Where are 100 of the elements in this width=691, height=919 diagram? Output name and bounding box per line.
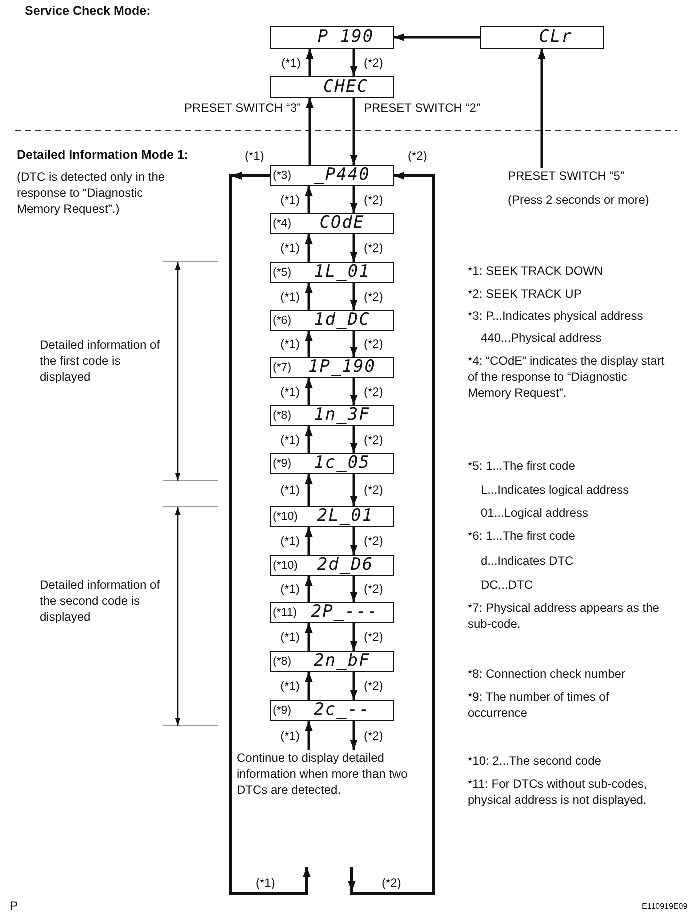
edge-label: (*2)	[364, 290, 384, 304]
edge-label: (*1)	[280, 384, 300, 398]
down-arrow	[350, 672, 358, 700]
note-text: (Press 2 seconds or more)	[508, 192, 650, 208]
edge-label: (*2)	[364, 728, 384, 742]
footnote-text: *11: For DTCs without sub-codes, physical address is not displayed.	[468, 776, 648, 808]
edge-label: (*2)	[364, 582, 384, 596]
edge-label: (*1)	[280, 630, 300, 644]
edge-label: (*2)	[408, 149, 428, 163]
display-readout: P 190	[318, 28, 374, 47]
up-arrow	[305, 186, 313, 213]
footnote-marker: (*8)	[272, 408, 292, 422]
edge-label: (*1)	[282, 56, 301, 70]
footnote-text: *5: 1...The first code	[468, 458, 576, 474]
display-box	[270, 506, 394, 527]
footnote-text: *1: SEEK TRACK DOWN	[468, 263, 604, 279]
display-readout: CLr	[539, 28, 573, 47]
display-readout: 1n_3F	[314, 406, 370, 425]
edge-label: (*1)	[280, 241, 300, 255]
up-arrow	[305, 378, 313, 405]
display-readout: 1P_190	[308, 358, 376, 377]
up-arrow	[305, 527, 313, 555]
edge-label: (*1)	[280, 582, 300, 596]
footnote-text: *9: The number of times of occurrence	[468, 689, 610, 721]
footnote-marker: (*4)	[272, 216, 292, 230]
footnote-marker: (*11)	[272, 606, 298, 620]
up-arrow	[305, 576, 313, 602]
edge-label: (*2)	[364, 483, 384, 497]
edge-label: (*1)	[280, 290, 300, 304]
up-arrow	[305, 283, 313, 310]
footnote-text: *6: 1...The first code	[468, 528, 576, 544]
switch-label: PRESET SWITCH “5”	[508, 168, 624, 184]
footnote-text: 440...Physical address	[481, 330, 602, 346]
display-box	[270, 26, 394, 49]
edge-label: (*1)	[280, 679, 300, 693]
footnote-marker: (*9)	[272, 704, 292, 718]
footnote-marker: (*5)	[272, 266, 292, 280]
display-box	[270, 453, 394, 474]
display-box	[270, 700, 394, 721]
edge-label: (*2)	[364, 384, 384, 398]
up-arrow	[305, 426, 313, 453]
footnote-text: DC...DTC	[481, 577, 533, 593]
up-arrow	[306, 49, 314, 76]
display-box	[270, 165, 394, 186]
display-box	[270, 310, 394, 331]
footnote-text: *8: Connection check number	[468, 666, 626, 682]
display-box	[270, 262, 394, 283]
down-arrow	[350, 234, 358, 262]
down-arrow	[350, 331, 358, 357]
edge-label: (*1)	[245, 149, 264, 163]
edge-label: (*2)	[364, 679, 384, 693]
up-arrow	[305, 474, 313, 506]
down-arrow	[350, 721, 358, 750]
up-arrow	[538, 49, 546, 168]
display-readout: 1L_01	[314, 263, 370, 282]
footnote-marker: (*9)	[272, 456, 292, 470]
edge-label: (*2)	[364, 56, 384, 70]
display-readout: 2P_---	[311, 603, 379, 622]
arrow-label: (*1)	[256, 875, 276, 891]
page-marker: P	[10, 898, 18, 914]
down-arrow	[350, 527, 358, 555]
footnote-text: *3: P...Indicates physical address	[468, 308, 644, 324]
footnote-marker: (*7)	[272, 360, 292, 374]
footnote-marker: (*3)	[272, 168, 292, 182]
display-readout: _P440	[314, 166, 370, 185]
display-readout: 1d_DC	[314, 311, 370, 330]
section-heading: Detailed Information Mode 1:	[17, 148, 189, 164]
display-box	[270, 357, 394, 378]
footnote-text: *2: SEEK TRACK UP	[468, 286, 582, 302]
edge-label: (*1)	[280, 534, 300, 548]
display-readout: 2L_01	[317, 507, 374, 526]
range-caption: Detailed information of the second code is displayed	[40, 577, 162, 625]
down-arrow	[350, 283, 358, 310]
up-arrow	[306, 98, 314, 165]
figure-code: E110919E09	[642, 901, 688, 912]
edge-label: (*1)	[280, 728, 300, 742]
edge-label: PRESET SWITCH “3”	[184, 101, 301, 115]
edge-label: (*2)	[364, 534, 384, 548]
down-arrow	[350, 186, 358, 213]
down-arrow	[350, 576, 358, 602]
range-caption: Detailed information of the first code is displayed	[40, 337, 162, 385]
down-arrow	[350, 98, 358, 165]
display-readout: CHEC	[324, 78, 368, 96]
footnote-text: *4: “COdE” indicates the display start of the response to “Diagnostic Memory Request”.	[468, 353, 666, 401]
display-readout: COdE	[320, 214, 365, 233]
display-readout: 2c_--	[314, 701, 370, 720]
footnote-text: 01...Logical address	[481, 505, 588, 521]
display-box	[270, 602, 394, 623]
display-readout: 2d_D6	[317, 556, 374, 575]
display-readout: 2n_bF	[314, 652, 370, 671]
edge-label: (*2)	[364, 337, 384, 351]
display-box	[270, 405, 394, 426]
up-arrow	[305, 721, 313, 750]
edge-label: PRESET SWITCH “2”	[364, 101, 480, 115]
footnote-marker: (*8)	[272, 654, 292, 668]
display-readout: 1c_05	[314, 454, 370, 473]
up-arrow	[305, 331, 313, 357]
display-box	[270, 651, 394, 672]
note-text: (DTC is detected only in the response to “Diagnostic Memory Request”.)	[17, 169, 166, 217]
display-box	[270, 213, 394, 234]
